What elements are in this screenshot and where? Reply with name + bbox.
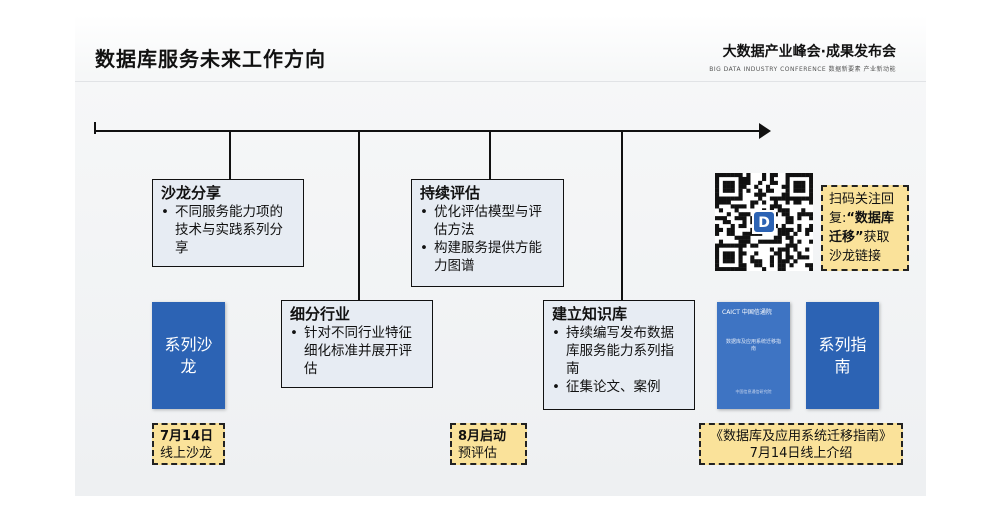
svg-text:D: D [758, 215, 770, 231]
list-item: • 持续编写发布数据库服务能力系列指南 [552, 324, 686, 378]
booklet-label: 系列指南 [818, 334, 867, 376]
card-item-text: 针对不同行业特征细化标准并展开评估 [304, 325, 412, 377]
card-salon: 沙龙分享 • 不同服务能力项的技术与实践系列分享 [152, 179, 304, 267]
bullet-icon: • [552, 325, 560, 341]
card-item-text: 征集论文、案例 [566, 379, 661, 395]
card-title: 沙龙分享 [161, 184, 222, 202]
bullet-icon: • [420, 204, 428, 220]
note-date: 8月启动 [458, 429, 507, 444]
guide-cover-footer: 中国信息通信研究院 [735, 389, 772, 394]
card-item-text: 不同服务能力项的技术与实践系列分享 [175, 204, 283, 256]
bullet-icon: • [161, 204, 169, 220]
guide-date-note: 《数据库及应用系统迁移指南》 7月14日线上介绍 [699, 423, 903, 465]
bullet-icon: • [420, 240, 428, 256]
slide: 数据库服务未来工作方向 大数据产业峰会·成果发布会 BIG DATA INDUS… [75, 15, 926, 496]
salon-booklet: 系列沙龙 [152, 302, 225, 409]
card-title: 细分行业 [290, 305, 351, 323]
card-item-text: 持续编写发布数据库服务能力系列指南 [566, 325, 674, 377]
page-title: 数据库服务未来工作方向 [95, 47, 326, 71]
note-guide-title: 《数据库及应用系统迁移指南》 [709, 429, 892, 444]
bullet-icon: • [552, 379, 560, 395]
note-date: 7月14日 [160, 429, 214, 444]
bullet-icon: • [290, 325, 298, 341]
connector-salon [229, 130, 231, 180]
list-item: • 针对不同行业特征细化标准并展开评估 [290, 324, 424, 378]
conference-logo: 大数据产业峰会·成果发布会 BIG DATA INDUSTRY CONFEREN… [709, 41, 896, 73]
connector-industry [358, 130, 360, 302]
header-divider [75, 81, 926, 82]
guide-cover: CAICT 中国信通院 数据库及应用系统迁移指南 中国信息通信研究院 [717, 302, 790, 409]
eval-date-note: 8月启动 预评估 [450, 423, 527, 465]
card-title: 建立知识库 [552, 305, 628, 323]
list-item: • 不同服务能力项的技术与实践系列分享 [161, 203, 295, 257]
conference-name: 大数据产业峰会·成果发布会 [722, 44, 896, 60]
list-item: • 征集论文、案例 [552, 378, 686, 396]
connector-kb [621, 130, 623, 302]
card-industry: 细分行业 • 针对不同行业特征细化标准并展开评估 [281, 300, 433, 388]
card-item-text: 构建服务提供方能力图谱 [434, 240, 542, 274]
note-desc: 线上沙龙 [160, 446, 213, 461]
conference-subtitle: BIG DATA INDUSTRY CONFERENCE 数据新要素 产业新动能 [709, 66, 896, 73]
guide-cover-logo: CAICT 中国信通院 [722, 309, 772, 316]
connector-eval [489, 130, 491, 180]
timeline-arrow-icon [759, 123, 771, 139]
list-item: • 优化评估模型与评估方法 [420, 203, 555, 239]
qr-note-keyword: “数据库迁移” [829, 211, 894, 245]
salon-date-note: 7月14日 线上沙龙 [152, 423, 225, 465]
qr-note-prefix: 扫码关注回复: [829, 192, 895, 226]
timeline-axis [94, 130, 764, 132]
card-item-text: 优化评估模型与评估方法 [434, 204, 542, 238]
card-title: 持续评估 [420, 184, 481, 202]
timeline-start-tick [94, 122, 96, 134]
qr-note: 扫码关注回复:“数据库迁移”获取沙龙链接 [821, 185, 909, 271]
qr-note-suffix: 获取沙龙链接 [829, 230, 890, 264]
list-item: • 构建服务提供方能力图谱 [420, 239, 555, 275]
guide-booklet: 系列指南 [806, 302, 879, 409]
card-knowledge-base: 建立知识库 • 持续编写发布数据库服务能力系列指南 • 征集论文、案例 [543, 300, 695, 410]
booklet-label: 系列沙龙 [164, 334, 213, 376]
card-eval: 持续评估 • 优化评估模型与评估方法 • 构建服务提供方能力图谱 [411, 179, 564, 287]
note-desc: 7月14日线上介绍 [749, 446, 853, 461]
qr-code-icon[interactable]: D [715, 173, 813, 271]
note-desc: 预评估 [458, 446, 498, 461]
guide-cover-title: 数据库及应用系统迁移指南 [725, 339, 781, 352]
